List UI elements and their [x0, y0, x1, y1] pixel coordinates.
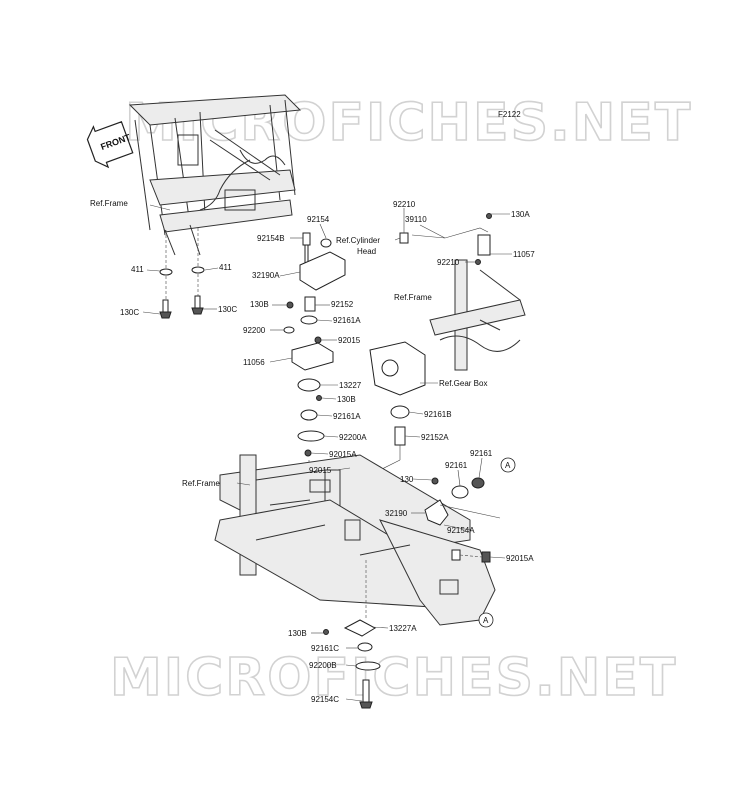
label-92200b: 92200B — [309, 661, 337, 670]
label-ref-frame-upper: Ref.Frame — [90, 199, 128, 208]
label-411-right: 411 — [219, 263, 232, 272]
label-92161-2: 92161 — [470, 449, 493, 458]
upper-frame-drawing — [128, 94, 302, 256]
label-92015a-1: 92015A — [329, 450, 357, 459]
label-11057: 11057 — [513, 250, 535, 259]
watermark-bottom: MICROFICHES.NET — [110, 648, 677, 708]
label-130a: 130A — [511, 210, 530, 219]
label-ref-cylinder: Ref.Cylinder — [336, 236, 380, 245]
label-92015: 92015 — [338, 336, 361, 345]
center-mount-parts — [283, 232, 356, 490]
label-92161a-2: 92161A — [333, 412, 361, 421]
label-39110: 39110 — [405, 215, 427, 224]
label-92161b: 92161B — [424, 410, 452, 419]
label-ref-gearbox: Ref.Gear Box — [439, 379, 487, 388]
front-arrow-icon: FRONT — [86, 121, 134, 169]
part-labels: Ref.Frame 411 411 130C 130C 92154 92154B… — [90, 199, 535, 704]
callout-a-bottom-label: A — [483, 616, 489, 625]
right-upper-frame-drawing — [429, 259, 526, 371]
label-92154c: 92154C — [311, 695, 339, 704]
label-92210-2: 92210 — [437, 258, 460, 267]
label-13227a: 13227A — [389, 624, 417, 633]
label-92152a: 92152A — [421, 433, 449, 442]
label-92161c: 92161C — [311, 644, 339, 653]
label-92015-2: 92015 — [309, 466, 332, 475]
label-92154b: 92154B — [257, 234, 285, 243]
label-130b-2: 130B — [337, 395, 356, 404]
label-92154a: 92154A — [447, 526, 475, 535]
callout-a-bottom: A — [478, 612, 494, 628]
callout-a-top-label: A — [505, 461, 511, 470]
label-92200: 92200 — [243, 326, 266, 335]
label-92015a-2: 92015A — [506, 554, 534, 563]
label-411-left: 411 — [131, 265, 144, 274]
label-130c-right: 130C — [218, 305, 237, 314]
callout-a-top: A — [500, 457, 516, 473]
label-ref-frame-right: Ref.Frame — [394, 293, 432, 302]
label-130: 130 — [400, 475, 414, 484]
leader-lines — [142, 204, 512, 702]
label-130b-3: 130B — [288, 629, 307, 638]
bottom-mount-parts — [323, 560, 381, 709]
lower-frame-drawing — [214, 454, 496, 626]
label-32190a: 32190A — [252, 271, 280, 280]
left-mount-parts — [159, 228, 205, 319]
label-92154: 92154 — [307, 215, 330, 224]
label-13227: 13227 — [339, 381, 362, 390]
label-32190: 32190 — [385, 509, 408, 518]
label-130c-left: 130C — [120, 308, 139, 317]
figure-code: F2122 — [498, 110, 521, 119]
right-mount-parts — [424, 477, 491, 563]
label-92161-1: 92161 — [445, 461, 468, 470]
label-130b-1: 130B — [250, 300, 269, 309]
label-11056: 11056 — [243, 358, 265, 367]
cylinder-head-parts — [399, 213, 492, 265]
label-92210-1: 92210 — [393, 200, 416, 209]
label-ref-cylinder-head: Head — [357, 247, 376, 256]
label-92200a: 92200A — [339, 433, 367, 442]
label-92161a-1: 92161A — [333, 316, 361, 325]
label-92152: 92152 — [331, 300, 354, 309]
label-ref-frame-lower: Ref.Frame — [182, 479, 220, 488]
